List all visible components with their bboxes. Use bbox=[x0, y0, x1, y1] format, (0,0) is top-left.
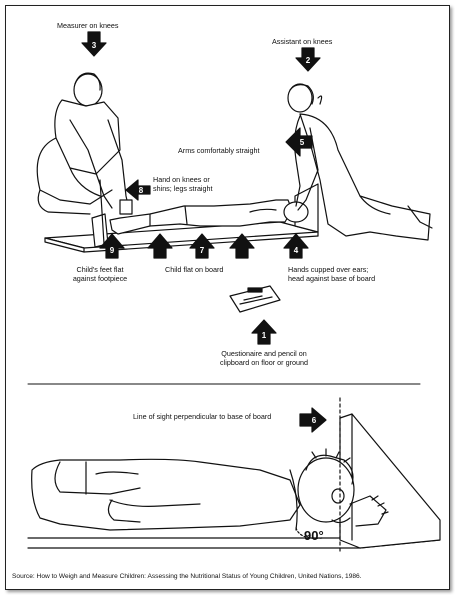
label-feet-1: Child's feet flat bbox=[60, 265, 140, 274]
source-caption: Source: How to Weigh and Measure Childre… bbox=[12, 573, 362, 580]
label-child-flat: Child flat on board bbox=[165, 265, 223, 274]
label-quest-1: Questionaire and pencil on bbox=[204, 349, 324, 358]
label-hand-1: Hand on knees or bbox=[153, 175, 210, 184]
label-hands-1: Hands cupped over ears; bbox=[288, 265, 368, 274]
angle-label: 90° bbox=[304, 528, 324, 543]
label-hand-2: shins; legs straight bbox=[153, 184, 213, 193]
step-number-4: 4 bbox=[294, 246, 299, 255]
clipboard bbox=[230, 286, 280, 312]
label-arms: Arms comfortably straight bbox=[178, 146, 259, 155]
label-assistant: Assistant on knees bbox=[272, 37, 332, 46]
step-number-5: 5 bbox=[300, 138, 305, 147]
label-hands-2: head against base of board bbox=[288, 274, 375, 283]
step-number-7: 7 bbox=[200, 246, 205, 255]
label-feet-2: against footpiece bbox=[60, 274, 140, 283]
label-quest-2: clipboard on floor or ground bbox=[204, 358, 324, 367]
child-closeup bbox=[32, 449, 388, 530]
step-number-2: 2 bbox=[306, 56, 311, 65]
step-number-9: 9 bbox=[110, 246, 115, 255]
step-number-3: 3 bbox=[92, 41, 97, 50]
step-number-1: 1 bbox=[262, 331, 267, 340]
label-measurer: Measurer on knees bbox=[57, 21, 119, 30]
step-number-6: 6 bbox=[312, 416, 317, 425]
label-line-of-sight: Line of sight perpendicular to base of b… bbox=[133, 412, 271, 421]
step-number-8: 8 bbox=[139, 186, 144, 195]
